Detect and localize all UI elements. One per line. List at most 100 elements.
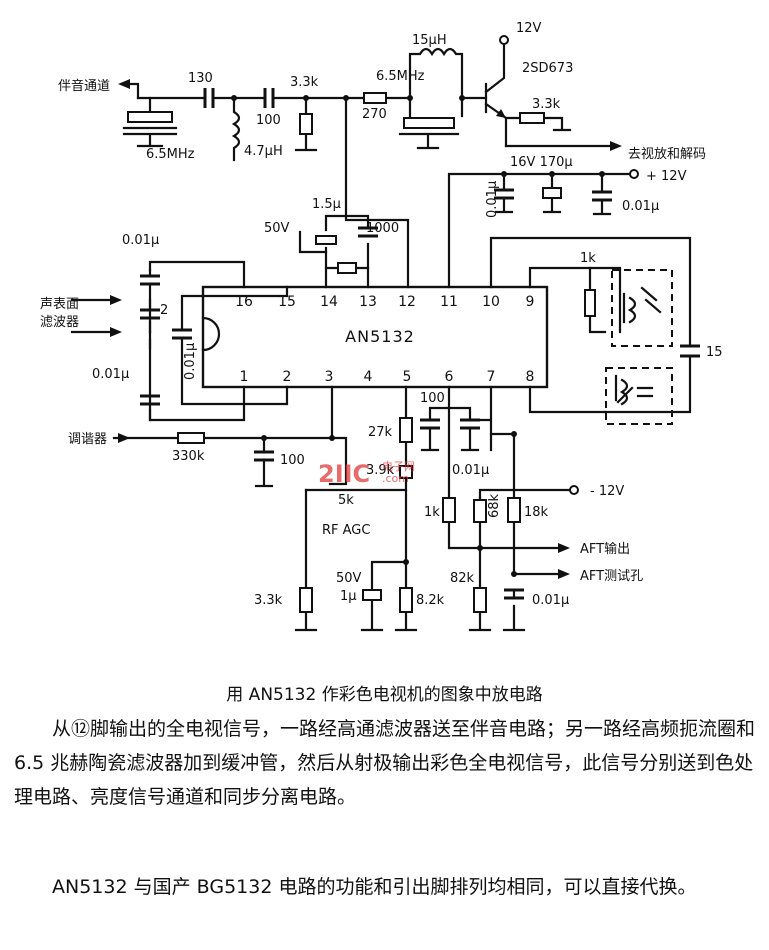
rf-agc-label: RF AGC xyxy=(322,523,370,538)
res-68k-label: 68k xyxy=(487,493,502,518)
cap-001-left-label: 0.01μ xyxy=(485,181,500,218)
ceramic-filter-left xyxy=(127,111,173,123)
paragraph-1: 从⑫脚输出的全电视信号，一路经高通滤波器送至伴音电路；另一路经高频扼流圈和 6.… xyxy=(14,718,756,808)
aft-network: 100 0.01μ 1k AFT输出 - 12V 18k 68k 82k AFT… xyxy=(420,385,643,632)
video-buffer-branch: 270 15μH 6.5MHz 12V 2SD673 3.3k 去视放和解码 xyxy=(343,21,706,289)
watermark-sub: 电子网.com xyxy=(382,460,415,485)
pin13-14-network: 1.5μ 50V 1000 xyxy=(264,197,399,289)
inductor-15uh xyxy=(408,47,464,100)
resistor-82k xyxy=(473,587,487,613)
rf-agc-network: 调谐器 330k 100 3.3k 5k RF AGC 27k 3.9k 8.2… xyxy=(68,385,445,632)
resistor-3-3k-top xyxy=(299,113,313,135)
cap-2-label: 2 xyxy=(160,303,168,318)
res-8-2k-label: 8.2k xyxy=(416,593,445,608)
aft-out-label: AFT输出 xyxy=(580,541,630,557)
resistor-3-9k xyxy=(399,465,413,479)
res-270-label: 270 xyxy=(362,107,387,122)
pin-8-label: 8 xyxy=(526,369,535,385)
resistor-1k xyxy=(442,497,456,523)
ic-bottom-pin-numbers: 1 2 3 4 5 6 7 8 xyxy=(240,369,535,385)
audio-channel-label: 伴音通道 xyxy=(58,78,110,94)
pin-14-label: 14 xyxy=(320,294,338,310)
capacitor-1000 xyxy=(358,226,378,238)
pin-13-label: 13 xyxy=(359,294,377,310)
pin-4-label: 4 xyxy=(364,369,373,385)
electrolytic-170u xyxy=(542,187,562,199)
cap-100-tuner-label: 100 xyxy=(280,453,305,468)
capacitor-100-pin6 xyxy=(420,418,440,430)
transistor-label: 2SD673 xyxy=(522,61,573,76)
saw-filter-label: 声表面滤波器 xyxy=(40,297,79,330)
pin-15-label: 15 xyxy=(278,294,296,310)
res-82k-label: 82k xyxy=(450,571,475,586)
capacitor-001-aft xyxy=(504,588,524,600)
cap-1000-label: 1000 xyxy=(366,221,399,236)
tank-coil-upper xyxy=(611,269,673,347)
capacitor-100-tuner xyxy=(254,450,274,462)
cap-130-label: 130 xyxy=(188,71,213,86)
res-18k-label: 18k xyxy=(524,505,549,520)
pin-9-label: 9 xyxy=(526,294,535,310)
audio-highpass-branch: 伴音通道 6.5MHz 130 4.7μH 100 3.3k xyxy=(58,71,412,162)
cap-001-aft-label: 0.01μ xyxy=(532,593,569,608)
pin-6-label: 6 xyxy=(445,369,454,385)
ic-notch xyxy=(201,316,221,352)
resistor-27k xyxy=(399,417,413,443)
pin-5-label: 5 xyxy=(403,369,412,385)
watermark-logo: 2IIC xyxy=(318,460,370,488)
plus12-mid-label: + 12V xyxy=(646,169,687,184)
filter-right-label: 6.5MHz xyxy=(376,69,425,84)
cap-pin16-label: 0.01μ xyxy=(122,233,159,248)
electrolytic-1-5u xyxy=(315,235,337,245)
resistor-270 xyxy=(363,92,387,104)
resistor-68k xyxy=(473,499,487,523)
resistor-8-2k xyxy=(399,587,413,613)
pin-11-label: 11 xyxy=(440,294,458,310)
pin-16-label: 16 xyxy=(235,294,253,310)
inductor-4-7uh xyxy=(231,96,241,162)
pin-2-label: 2 xyxy=(283,369,292,385)
ceramic-filter-right xyxy=(403,117,455,129)
res-3-9k-label: 3.9k xyxy=(366,463,395,478)
cap-15-label: 15 xyxy=(706,345,723,360)
resistor-18k xyxy=(507,497,521,523)
resistor-1k-pin9 xyxy=(584,289,596,317)
electrolytic-50v-1u xyxy=(362,589,382,601)
pot-5k-label: 5k xyxy=(338,493,354,508)
res-3-3k-top-label: 3.3k xyxy=(290,75,319,90)
aft-test-label: AFT测试孔 xyxy=(580,569,643,584)
pin-10-label: 10 xyxy=(482,294,500,310)
pin-12-label: 12 xyxy=(398,294,416,310)
res-emitter-label: 3.3k xyxy=(532,97,561,112)
v50-label: 50V xyxy=(264,221,290,236)
minus12-label: - 12V xyxy=(590,484,624,499)
pin9-10-tank: 15 1k xyxy=(489,236,723,425)
res-27k-label: 27k xyxy=(368,425,393,440)
pin-1-label: 1 xyxy=(240,369,249,385)
ic-body xyxy=(201,285,549,389)
filter-left-label: 6.5MHz xyxy=(146,147,195,162)
cap-100-pin6-label: 100 xyxy=(420,391,445,406)
pin-7-label: 7 xyxy=(487,369,496,385)
ic-top-pin-numbers: 16 15 14 13 12 11 10 9 xyxy=(235,294,534,310)
inductor-4-7-label: 4.7μH xyxy=(244,144,283,159)
resistor-330k xyxy=(177,432,205,444)
plus12v-decoupling: + 12V 0.01μ 16V 170μ 0.01μ xyxy=(447,155,687,289)
site-watermark: 2IIC 电子网.com xyxy=(318,460,415,488)
to-video-label: 去视放和解码 xyxy=(628,147,706,162)
resistor-3-3k-bottom xyxy=(299,587,313,613)
tuner-label: 调谐器 xyxy=(68,432,107,447)
pin-3-label: 3 xyxy=(325,369,334,385)
res-330k-label: 330k xyxy=(172,449,205,464)
capacitor-001-vertical xyxy=(172,328,192,340)
capacitor-001-pin16 xyxy=(140,274,160,286)
saw-input-network: 声表面滤波器 2 0.01μ 0.01μ 0.01μ xyxy=(40,233,289,422)
inductor-15-label: 15μH xyxy=(412,33,447,48)
res-1k-label: 1k xyxy=(424,505,440,520)
cap-pin1-label: 0.01μ xyxy=(92,367,129,382)
cap-001-right-label: 0.01μ xyxy=(622,199,659,214)
tank-coil-lower xyxy=(605,367,673,425)
capacitor-130 xyxy=(203,88,215,108)
res-1k-pin9-label: 1k xyxy=(580,251,596,266)
paragraph-2: AN5132 与国产 BG5132 电路的功能和引出脚排列均相同，可以直接代换。 xyxy=(52,876,697,898)
